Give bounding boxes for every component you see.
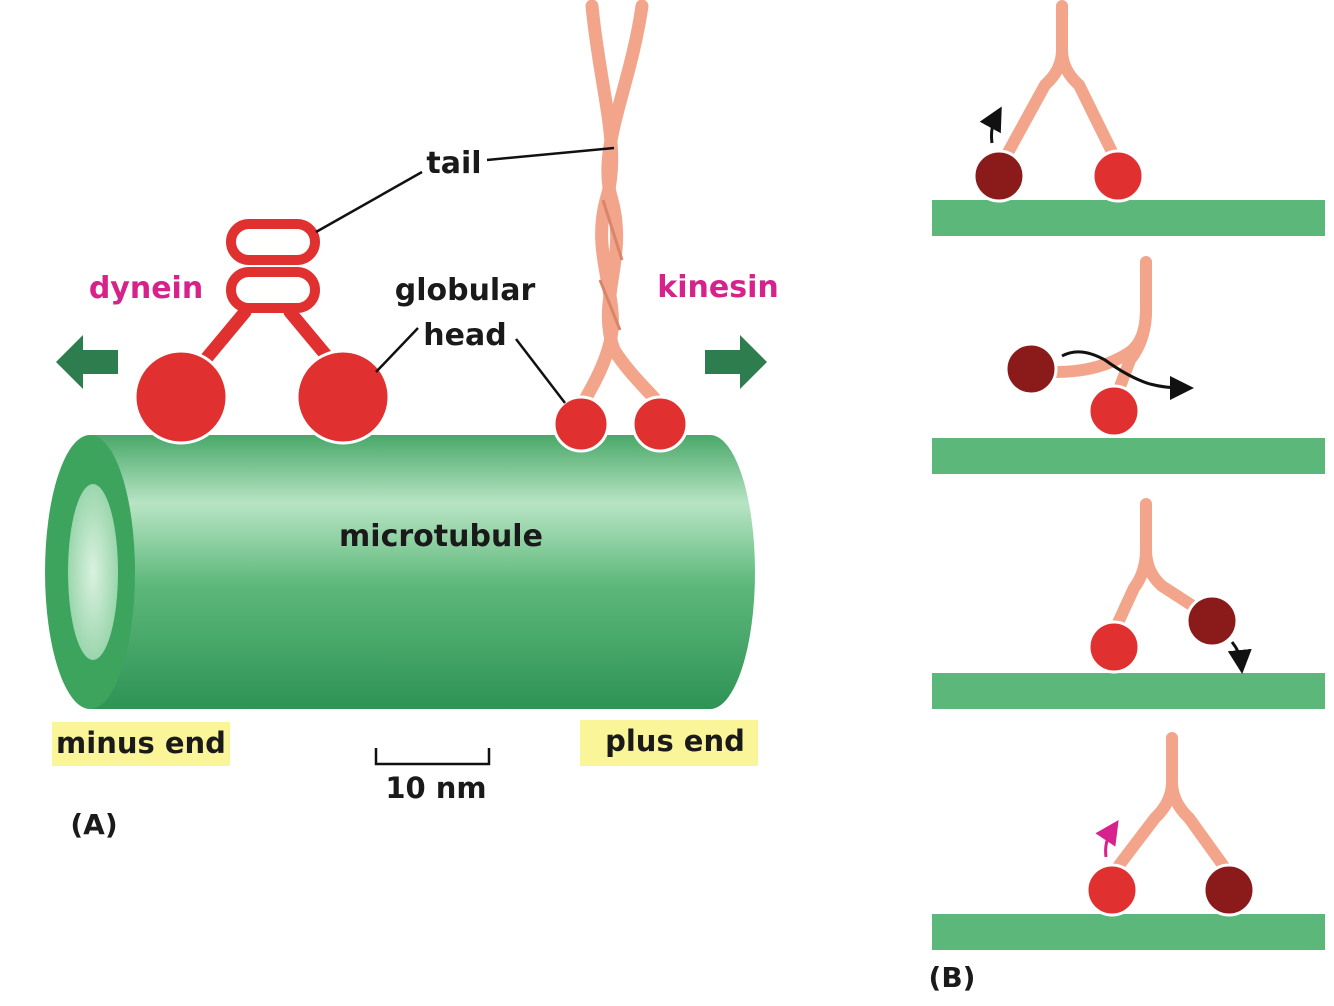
plus-end-label: plus end [605, 724, 745, 758]
microtubule-track [932, 914, 1325, 950]
dynein-tail-ring [226, 219, 320, 265]
kinesin-label: kinesin [657, 270, 778, 305]
dynein [133, 219, 391, 445]
panel-a: microtubule tail globular head [45, 0, 779, 841]
kinesin-step-1 [932, 0, 1325, 236]
kinesin-head [552, 395, 610, 453]
trailing-head [1004, 342, 1058, 396]
plus-direction-arrow [705, 335, 767, 389]
kinesin [552, 0, 689, 453]
microtubule [45, 435, 755, 709]
leading-head [1085, 863, 1139, 917]
head-label: head [423, 318, 506, 353]
step-arrow-up [979, 106, 1002, 144]
dynein-label: dynein [89, 271, 203, 306]
tail-leader-kinesin [486, 146, 615, 162]
minus-end-label: minus end [56, 726, 226, 760]
leading-head [1091, 149, 1145, 203]
microtubule-track [932, 673, 1325, 709]
plus-end-highlight [580, 720, 758, 766]
dynein-tail-ring [226, 267, 320, 313]
leading-head [1087, 620, 1141, 674]
trailing-head [972, 149, 1026, 203]
panel-b: (B) [929, 0, 1325, 994]
step-arrow-down [1227, 641, 1252, 674]
scale-bar [374, 748, 491, 766]
trailing-head [1202, 863, 1256, 917]
minus-direction-arrow [56, 335, 118, 389]
kinesin-step-3 [932, 498, 1325, 709]
microtubule-label: microtubule [339, 519, 543, 554]
scale-bar-label: 10 nm [385, 771, 486, 805]
dynein-head [133, 349, 229, 445]
globular-label: globular [395, 273, 536, 308]
tail-leader-dynein [315, 170, 423, 234]
head-leader-dynein [375, 327, 419, 373]
leading-head [1087, 384, 1141, 438]
panel-a-label: (A) [70, 808, 117, 841]
kinesin-head [631, 395, 689, 453]
trailing-head [1185, 594, 1239, 648]
kinesin-step-4 [932, 732, 1325, 950]
kinesin-step-2 [932, 256, 1325, 474]
microtubule-track [932, 438, 1325, 474]
step-arrow-forward [1061, 350, 1194, 400]
step-arrow-up-magenta [1095, 820, 1119, 858]
microtubule-track [932, 200, 1325, 236]
panel-b-label: (B) [929, 961, 976, 994]
tail-label: tail [426, 146, 481, 181]
head-leader-kinesin [515, 338, 566, 404]
minus-end-highlight [52, 722, 230, 766]
dynein-head [295, 349, 391, 445]
